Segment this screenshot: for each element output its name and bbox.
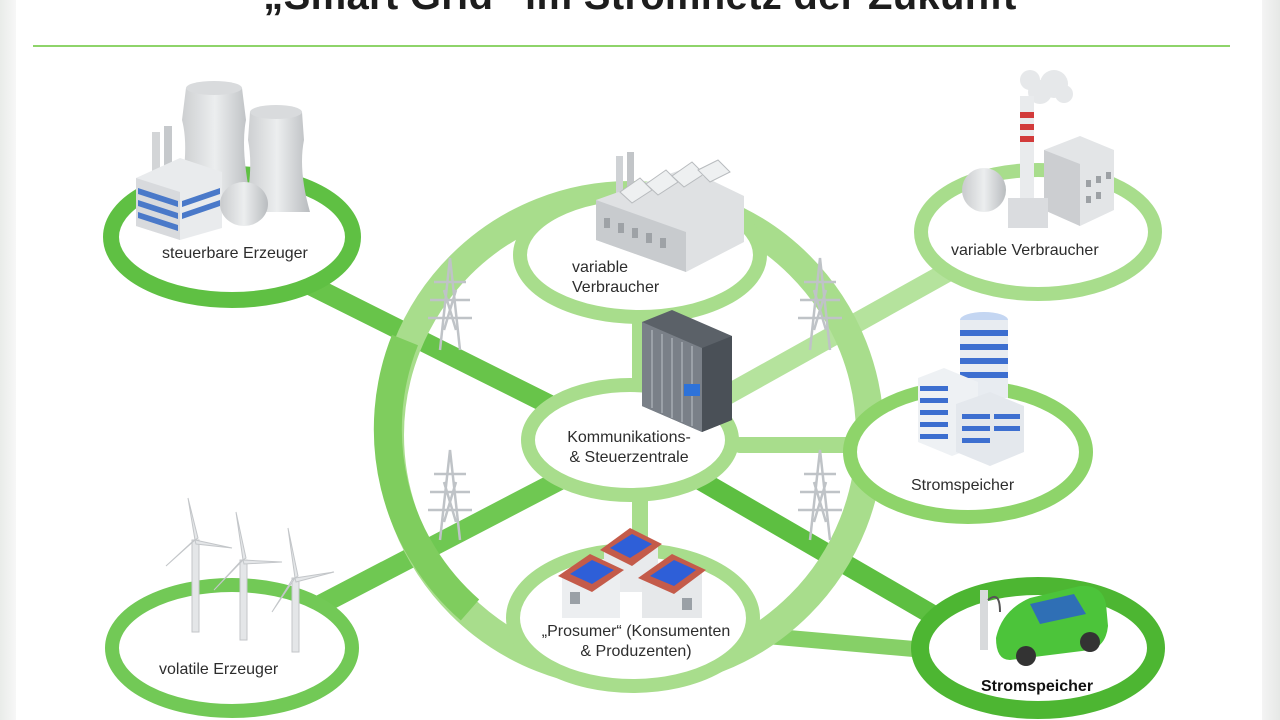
link-steuerbare [290, 270, 570, 420]
storage-building-icon [918, 312, 1024, 466]
power-plant-icon [136, 81, 310, 240]
label-variable-verbraucher-right: variable Verbraucher [951, 242, 1099, 259]
label-stromspeicher-top: Stromspeicher [911, 477, 1015, 494]
title-divider [33, 45, 1230, 47]
frame-left-border [0, 0, 16, 720]
server-rack-icon [642, 310, 732, 432]
label-steuerbare-erzeuger: steuerbare Erzeuger [162, 245, 308, 262]
central-grid-loop-shade [373, 334, 480, 621]
frame-right-border [1262, 0, 1280, 720]
label-stromspeicher-bottom: Stromspeicher [981, 678, 1094, 695]
solar-house-icon [558, 528, 706, 618]
label-zentrale: Kommunikations- & Steuerzentrale [567, 429, 691, 466]
transmission-tower-icon [428, 257, 472, 351]
transmission-tower-icon [798, 257, 842, 351]
link-prosumer-car [747, 627, 933, 658]
electric-car-icon [980, 585, 1108, 666]
label-volatile-erzeuger: volatile Erzeuger [159, 661, 279, 678]
industrial-plant-icon [962, 70, 1114, 228]
link-volatile [310, 470, 570, 615]
page-title: „Smart Grid“ im Stromnetz der Zukunft [0, 0, 1280, 19]
label-prosumer: „Prosumer“ (Konsumenten & Produzenten) [541, 623, 731, 660]
transmission-tower-icon [798, 449, 842, 541]
factory-icon [596, 152, 744, 272]
ring-variable-verbraucher-right [914, 163, 1162, 301]
wind-turbine-icon [165, 497, 335, 653]
link-variable-right [690, 255, 970, 420]
label-variable-verbraucher-mid: variable Verbraucher [572, 259, 660, 296]
transmission-tower-icon [428, 449, 472, 541]
ring-volatile-erzeuger [105, 578, 359, 718]
